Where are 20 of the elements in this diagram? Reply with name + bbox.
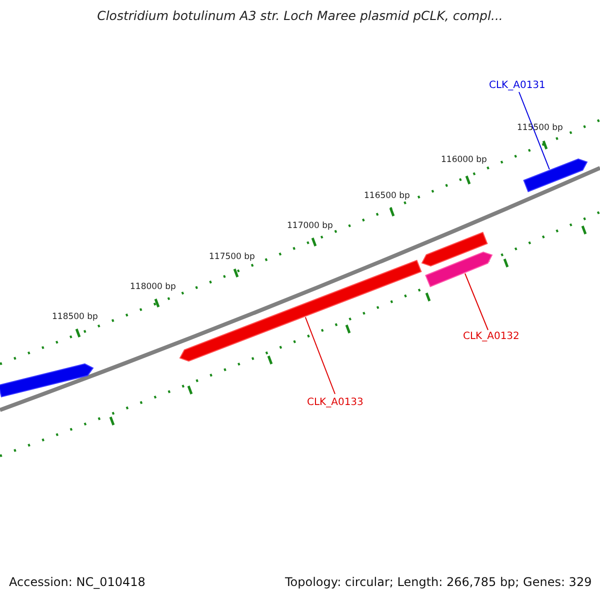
info-text: Topology: circular; Length: 266,785 bp; Genes: 329 bbox=[285, 576, 590, 590]
scale-label: 117000 bp bbox=[287, 222, 333, 232]
gene-feature bbox=[179, 260, 422, 362]
gene-label: CLK_A0133 bbox=[307, 397, 364, 408]
scale-label: 118500 bp bbox=[52, 313, 98, 322]
scale-label: 117500 bp bbox=[209, 253, 255, 262]
map-title: Clostridium botulinum A3 str. Loch Maree plasmid pCLK, compl... bbox=[96, 9, 504, 23]
leader-line bbox=[304, 316, 336, 394]
gene-label: CLK_A0131 bbox=[489, 80, 546, 91]
scale-label: 118000 bp bbox=[130, 283, 176, 292]
gene-feature bbox=[425, 252, 493, 288]
scale-label: 116000 bp bbox=[441, 156, 487, 166]
info-text: Accession: NC_010418 bbox=[9, 576, 146, 590]
leader-line bbox=[518, 92, 550, 170]
gene-feature bbox=[0, 363, 94, 398]
gene-feature bbox=[421, 232, 488, 267]
scale-label: 116500 bp bbox=[364, 192, 410, 202]
gene-feature bbox=[523, 158, 588, 192]
gene-label: CLK_A0132 bbox=[463, 331, 520, 342]
leader-line bbox=[464, 273, 488, 330]
